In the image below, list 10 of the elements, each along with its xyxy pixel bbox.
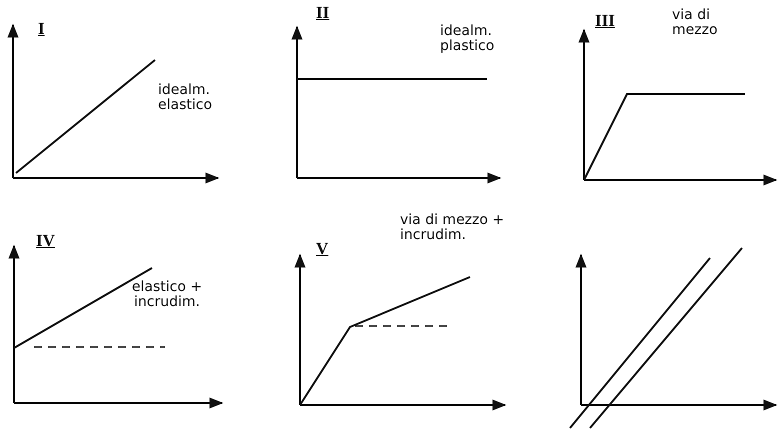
panel-number: I [38,20,45,38]
curve-label: via di mezzo [672,8,719,38]
curve-label: idealm. plastico [440,24,496,54]
curve-label: elastico + incrudim. [130,280,204,310]
panel-number: II [316,4,330,22]
curve-label: idealm. elastico [158,83,214,112]
panel-number: V [316,240,328,258]
curve-label: via di mezzo + incrudim. [400,213,506,242]
panel-number: III [595,12,615,30]
panel-number: IV [36,232,55,250]
